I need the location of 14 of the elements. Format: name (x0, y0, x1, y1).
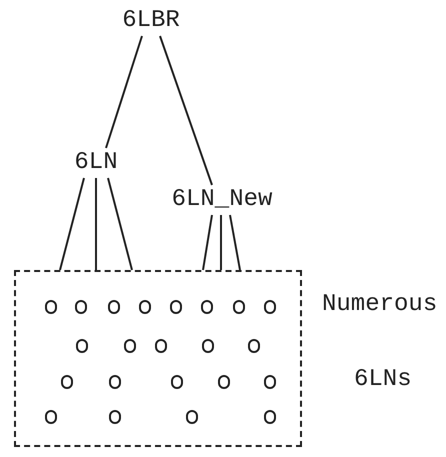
connector-line (159, 36, 213, 186)
connector-line (95, 178, 97, 270)
node-label: 6LBR (122, 9, 180, 33)
side-label: Numerous (322, 290, 438, 320)
side-label: 6LNs (354, 365, 412, 395)
connector-line (229, 214, 241, 270)
node-label: 6LN (74, 151, 118, 175)
connector-line (59, 178, 85, 270)
dashed-box (14, 270, 302, 447)
connector-line (220, 215, 222, 270)
connector-line (105, 36, 143, 148)
connector-line (202, 214, 213, 270)
node-label: 6LN_New (172, 188, 272, 212)
connector-line (107, 178, 133, 270)
